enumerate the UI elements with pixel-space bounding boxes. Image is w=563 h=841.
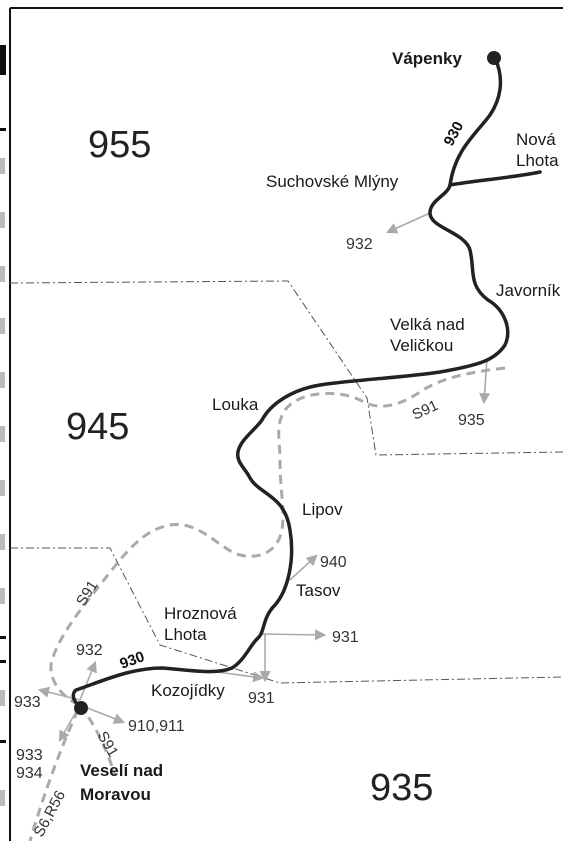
map-border bbox=[9, 7, 563, 841]
connection-label-933-bottom: 933 bbox=[16, 747, 43, 764]
stop-label-veseli-2: Moravou bbox=[80, 785, 151, 804]
connection-label-932-top: 932 bbox=[346, 236, 373, 253]
stop-label-suchovske-mlyny: Suchovské Mlýny bbox=[266, 172, 399, 191]
stop-label-hroznova-2: Lhota bbox=[164, 625, 207, 644]
terminal-dots bbox=[74, 51, 501, 715]
stop-label-kozojidky: Kozojídky bbox=[151, 681, 225, 700]
connection-label-935: 935 bbox=[458, 412, 485, 429]
connection-label-931-bottom: 931 bbox=[248, 690, 275, 707]
rail-label-s91-left: S91 bbox=[73, 577, 102, 609]
stop-label-javornik: Javorník bbox=[496, 281, 561, 300]
connection-arrows bbox=[37, 212, 491, 742]
zone-label-945: 945 bbox=[66, 406, 129, 448]
stop-label-velka-2: Veličkou bbox=[390, 336, 453, 355]
stop-label-nova-lhota-2: Lhota bbox=[516, 151, 559, 170]
rail-label-s6-r56: S6,R56 bbox=[31, 788, 70, 840]
zone-label-955: 955 bbox=[88, 124, 151, 166]
stop-label-louka: Louka bbox=[212, 395, 259, 414]
stop-label-tasov: Tasov bbox=[296, 581, 341, 600]
rail-label-s91-top: S91 bbox=[410, 397, 441, 424]
terminal-dot-vapenky bbox=[487, 51, 501, 65]
stop-label-lipov: Lipov bbox=[302, 500, 343, 519]
connection-label-910-911: 910,911 bbox=[128, 718, 185, 735]
terminal-dot-veseli bbox=[74, 701, 88, 715]
line-930 bbox=[71, 56, 542, 708]
connection-label-940: 940 bbox=[320, 554, 347, 571]
connection-label-932-bottom: 932 bbox=[76, 642, 103, 659]
stop-label-veseli-1: Veselí nad bbox=[80, 761, 163, 780]
stop-label-nova-lhota-1: Nová bbox=[516, 130, 556, 149]
connection-label-933-top: 933 bbox=[14, 694, 41, 711]
stop-label-vapenky: Vápenky bbox=[392, 49, 462, 68]
connection-label-931-right: 931 bbox=[332, 629, 359, 646]
zone-label-935: 935 bbox=[370, 767, 433, 809]
stop-label-velka-1: Velká nad bbox=[390, 315, 465, 334]
connection-label-934: 934 bbox=[16, 765, 43, 782]
zone-borders bbox=[9, 280, 563, 684]
stop-label-hroznova-1: Hroznová bbox=[164, 604, 237, 623]
line-number-930-top: 930 bbox=[441, 119, 468, 149]
left-strip bbox=[0, 45, 6, 806]
